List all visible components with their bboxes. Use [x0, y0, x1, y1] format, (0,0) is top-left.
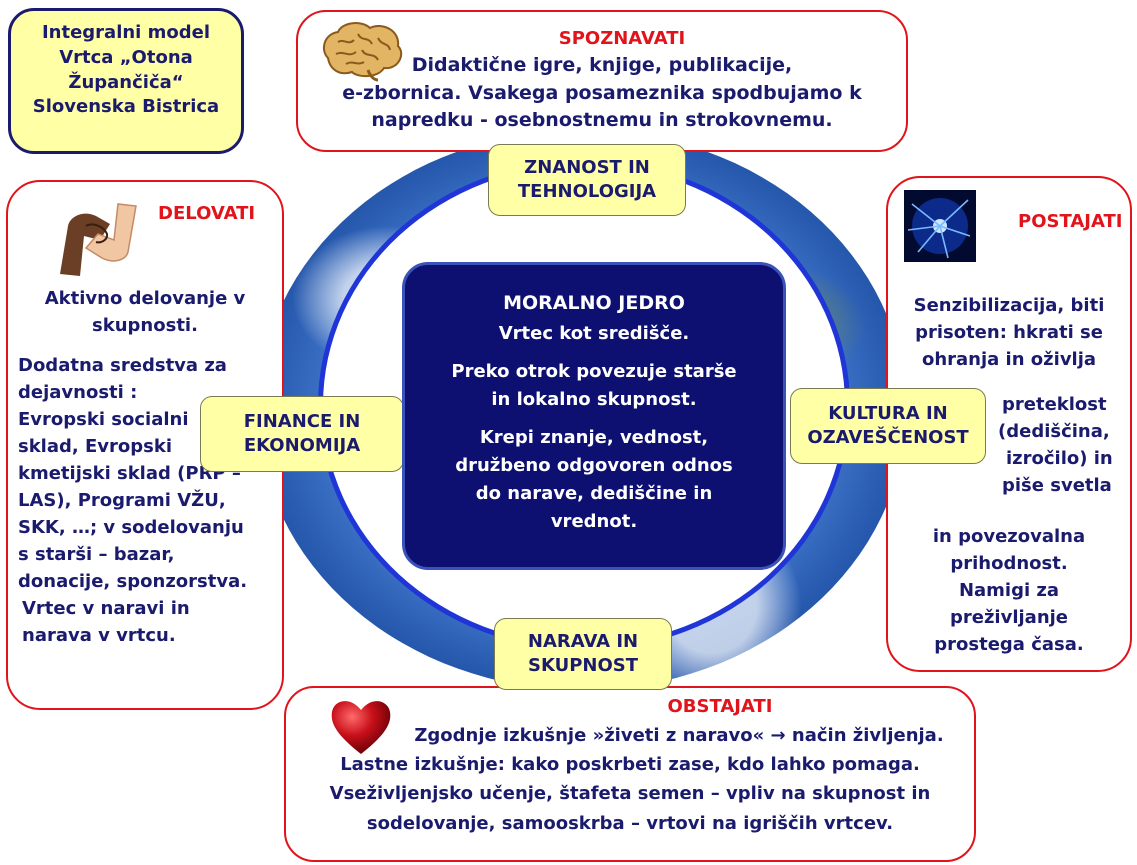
postajati-line: piše svetla	[1002, 475, 1112, 496]
postajati-line: prisoten: hkrati se	[915, 322, 1103, 343]
label-line: FINANCE IN	[243, 410, 361, 432]
spoznavati-line: e-zbornica. Vsakega posameznika spodbuja…	[342, 81, 862, 104]
postajati-line: in povezovalna	[932, 526, 1086, 547]
label-line: OZAVEŠČENOST	[807, 427, 969, 448]
postajati-line: Namigi za	[958, 580, 1060, 601]
core-line: Vrtec kot središče.	[498, 323, 690, 345]
postajati-line: ohranja in oživlja	[921, 349, 1097, 370]
obstajati-line: Zgodnje izkušnje »živeti z naravo« → nač…	[414, 725, 944, 747]
title-line: Župančiča“	[68, 71, 184, 93]
title-line: Integralni model	[41, 22, 211, 43]
core-heading: MORALNO JEDRO	[503, 292, 685, 314]
delovati-line: kmetijski sklad (PRP –	[18, 463, 241, 484]
delovati-line: dejavnosti :	[18, 382, 138, 403]
postajati-line: prihodnost.	[950, 553, 1068, 574]
core-line: vrednot.	[550, 510, 638, 532]
delovati-line: skupnosti.	[92, 315, 198, 336]
delovati-line: Aktivno delovanje v	[44, 288, 246, 309]
postajati-heading: POSTAJATI	[1018, 211, 1123, 232]
postajati-line: Senzibilizacija, biti	[913, 295, 1105, 316]
obstajati-line: Lastne izkušnje: kako poskrbeti zase, kd…	[340, 754, 920, 776]
delovati-line: donacije, sponzorstva.	[18, 571, 248, 592]
delovati-box: DELOVATI Aktivno delovanje v skupnosti. …	[6, 180, 284, 710]
moralno-jedro-box: MORALNO JEDRO Vrtec kot središče. Preko …	[402, 262, 786, 570]
delovati-line: narava v vrtcu.	[22, 625, 176, 646]
postajati-line: (dediščina,	[998, 421, 1110, 442]
delovati-line: LAS), Programi VŽU,	[18, 490, 226, 511]
brain-icon	[318, 20, 406, 82]
obstajati-box: OBSTAJATI Zgodnje izkušnje »živeti z nar…	[284, 686, 976, 862]
core-line: Preko otrok povezuje starše	[451, 361, 737, 383]
obstajati-line: Vseživljenjsko učenje, štafeta semen – v…	[329, 783, 931, 805]
label-finance-ekonomija: FINANCE IN EKONOMIJA	[200, 396, 404, 472]
core-line: Krepi znanje, vednost,	[479, 427, 709, 449]
label-line: TEHNOLOGIJA	[517, 181, 657, 202]
delovati-line: Evropski socialni	[18, 409, 189, 430]
delovati-line: Vrtec v naravi in	[22, 598, 190, 619]
handshake-icon	[40, 196, 150, 286]
core-line: do narave, dediščine in	[475, 482, 713, 504]
label-line: KULTURA IN	[828, 402, 948, 424]
postajati-line: izročilo) in	[1006, 448, 1113, 469]
obstajati-heading: OBSTAJATI	[667, 696, 773, 717]
obstajati-line: sodelovanje, samooskrba – vrtovi na igri…	[366, 812, 894, 834]
postajati-line: preživljanje	[949, 607, 1069, 628]
core-line: in lokalno skupnost.	[491, 389, 697, 411]
label-line: NARAVA IN	[527, 630, 639, 652]
title-line: Vrtca „Otona	[59, 46, 193, 68]
label-line: ZNANOST IN	[524, 156, 650, 178]
label-line: SKUPNOST	[527, 655, 638, 676]
label-znanost-tehnologija: ZNANOST IN TEHNOLOGIJA	[488, 144, 686, 216]
label-narava-skupnost: NARAVA IN SKUPNOST	[494, 618, 672, 690]
heart-icon	[328, 696, 394, 756]
label-line: EKONOMIJA	[243, 435, 361, 456]
spoznavati-heading: SPOZNAVATI	[558, 28, 686, 49]
delovati-heading: DELOVATI	[158, 203, 256, 224]
plasma-ball-icon	[904, 190, 976, 262]
delovati-line: s starši – bazar,	[18, 544, 175, 565]
postajati-line: preteklost	[1002, 394, 1107, 415]
title-box: Integralni model Vrtca „Otona Župančiča“…	[8, 8, 244, 154]
delovati-line: sklad, Evropski	[18, 436, 173, 457]
title-line: Slovenska Bistrica	[32, 96, 220, 118]
delovati-line: Dodatna sredstva za	[18, 355, 227, 376]
delovati-line: SKK, …; v sodelovanju	[18, 517, 244, 538]
core-line: družbeno odgovoren odnos	[455, 455, 733, 476]
postajati-line: prostega časa.	[934, 634, 1084, 655]
spoznavati-line: napredku - osebnostnemu in strokovnemu.	[371, 109, 833, 132]
spoznavati-line: Didaktične igre, knjige, publikacije,	[411, 54, 793, 77]
label-kultura-ozavescenost: KULTURA IN OZAVEŠČENOST	[790, 388, 986, 464]
